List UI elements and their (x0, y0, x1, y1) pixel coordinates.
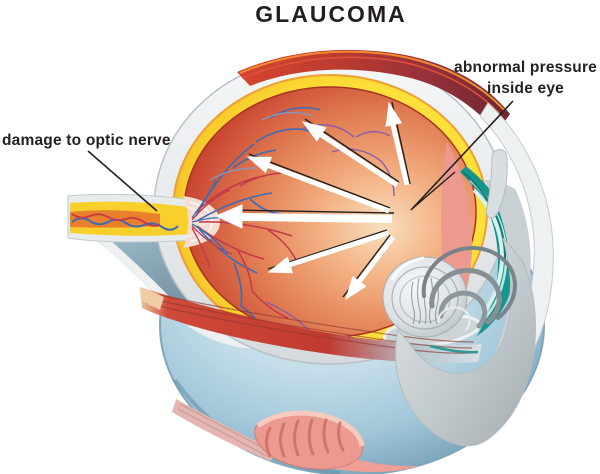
retinal-vessels (191, 106, 395, 337)
arrow-set (214, 101, 410, 301)
superior-rectus-muscle (237, 49, 510, 132)
pressure-pointer-line (410, 100, 514, 211)
tissue-swirl (395, 237, 536, 447)
optic-nerve-pointer-line (87, 150, 158, 212)
figure-title: GLAUCOMA (255, 1, 407, 27)
pressure-label: abnormal pressure inside eye (454, 57, 597, 99)
pressure-arrows (214, 101, 456, 301)
optic-nerve-label: damage to optic nerve (2, 132, 171, 149)
inferior-muscles (172, 399, 418, 472)
optic-nerve (67, 193, 195, 243)
conjunctiva-bump (485, 149, 508, 219)
pressure-label-line2: inside eye (487, 80, 564, 97)
pressure-label-line1: abnormal pressure (454, 59, 597, 76)
arrow-shadow-lines (231, 101, 456, 298)
